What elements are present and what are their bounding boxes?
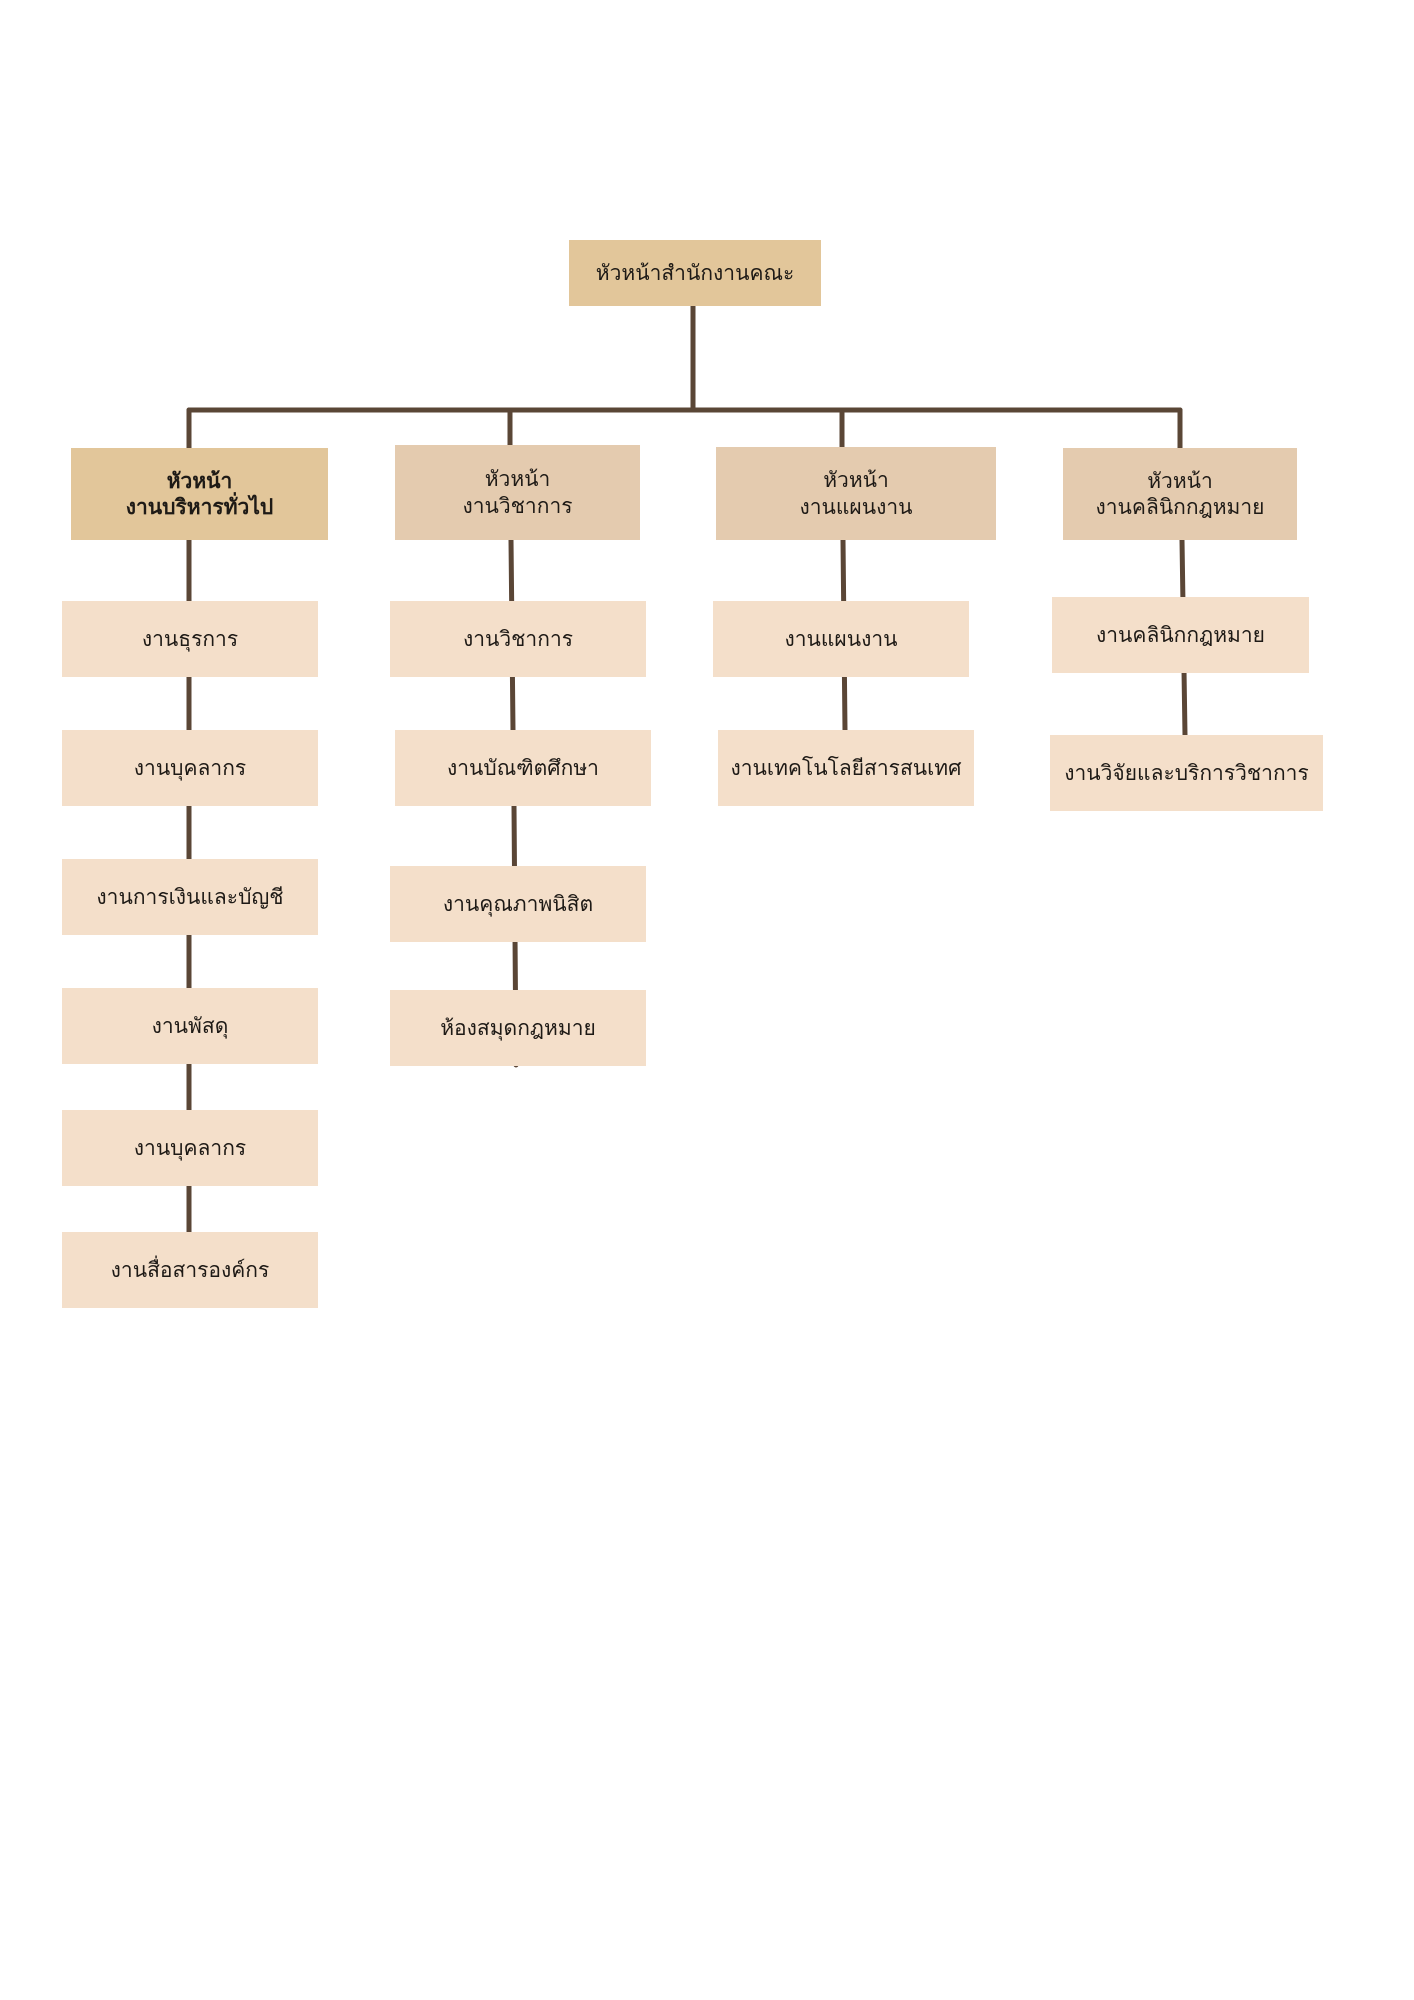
col1-item-3: งานการเงินและบัญชี [62, 859, 318, 935]
col1-item-5-label: งานบุคลากร [133, 1135, 247, 1160]
col4-item-1-label: งานคลินิกกฎหมาย [1096, 622, 1265, 647]
col2-item-2-label: งานบัณฑิตศึกษา [447, 755, 599, 780]
head-academic-line2: งานวิชาการ [462, 493, 573, 518]
col4-item-1: งานคลินิกกฎหมาย [1052, 597, 1309, 673]
head-academic-line1: หัวหน้า [484, 467, 551, 492]
col3-item-1: งานแผนงาน [713, 601, 969, 677]
col2-item-1-label: งานวิชาการ [462, 626, 574, 651]
org-root-box: หัวหน้าสำนักงานคณะ [569, 240, 821, 306]
col2-item-4-label: ห้องสมุดกฎหมาย [440, 1015, 596, 1040]
head-general-admin-line2: งานบริหารทั่วไป [125, 495, 274, 519]
col4-item-2: งานวิจัยและบริการวิชาการ [1050, 735, 1323, 811]
col2-item-3: งานคุณภาพนิสิต [390, 866, 646, 942]
head-legal-clinic: หัวหน้า งานคลินิกกฎหมาย [1063, 448, 1297, 540]
col2-item-1: งานวิชาการ [390, 601, 646, 677]
head-academic: หัวหน้า งานวิชาการ [395, 445, 640, 540]
col1-item-4: งานพัสดุ [62, 988, 318, 1064]
col1-item-2: งานบุคลากร [62, 730, 318, 806]
col1-item-2-label: งานบุคลากร [133, 755, 247, 780]
col2-item-2: งานบัณฑิตศึกษา [395, 730, 651, 806]
head-legal-clinic-line1: หัวหน้า [1147, 468, 1213, 493]
org-root-label: หัวหน้าสำนักงานคณะ [595, 260, 795, 285]
col1-item-3-label: งานการเงินและบัญชี [96, 884, 284, 909]
col4-item-2-label: งานวิจัยและบริการวิชาการ [1064, 760, 1309, 785]
head-general-admin-line1: หัวหน้า [166, 468, 233, 493]
head-planning-line2: งานแผนงาน [799, 494, 913, 519]
head-planning: หัวหน้า งานแผนงาน [716, 447, 996, 540]
col1-item-1: งานธุรการ [62, 601, 318, 677]
head-legal-clinic-line2: งานคลินิกกฎหมาย [1095, 495, 1265, 519]
col1-item-5: งานบุคลากร [62, 1110, 318, 1186]
col3-item-1-label: งานแผนงาน [784, 626, 898, 651]
col1-item-4-label: งานพัสดุ [151, 1013, 229, 1038]
col3-item-2-label: งานเทคโนโลยีสารสนเทศ [730, 755, 962, 780]
col1-item-6: งานสื่อสารองค์กร [62, 1232, 318, 1308]
col1-item-1-label: งานธุรการ [141, 626, 239, 651]
col2-item-4: ห้องสมุดกฎหมาย [390, 990, 646, 1066]
col1-item-6-label: งานสื่อสารองค์กร [110, 1257, 270, 1282]
head-general-admin: หัวหน้า งานบริหารทั่วไป [71, 448, 328, 540]
col2-item-3-label: งานคุณภาพนิสิต [442, 891, 594, 916]
head-planning-line1: หัวหน้า [823, 468, 889, 493]
col3-item-2: งานเทคโนโลยีสารสนเทศ [718, 730, 974, 806]
